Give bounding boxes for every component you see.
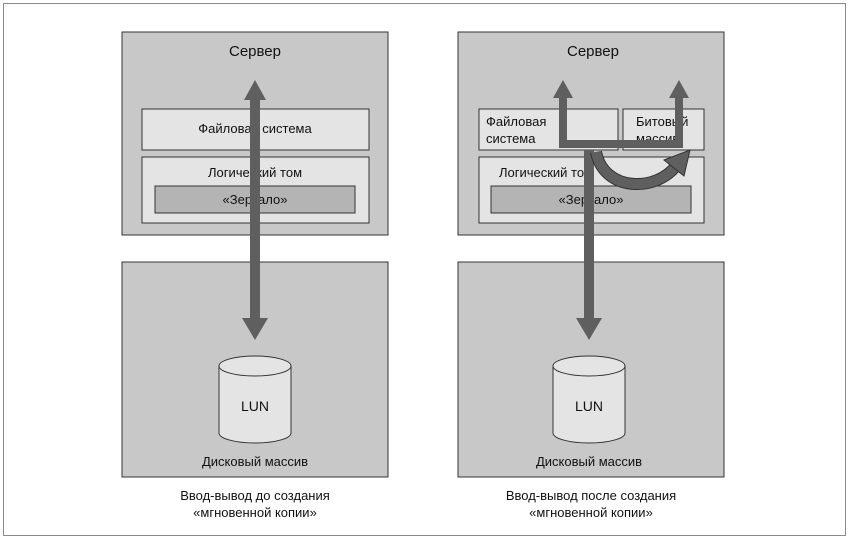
right-filesystem-line2: система (486, 131, 536, 146)
right-filesystem-line1: Файловая (486, 114, 546, 129)
left-server-title: Сервер (229, 43, 281, 60)
figure-frame (3, 3, 846, 536)
right-io-arrow-down (576, 150, 602, 340)
right-copy-curve-arrow (590, 149, 691, 190)
left-disk-array-label: Дисковый массив (202, 454, 308, 469)
left-caption-line2: «мгновенной копии» (193, 505, 317, 520)
right-lun-label: LUN (575, 398, 603, 414)
left-lun-cylinder (218, 355, 292, 444)
right-diagram: Сервер Файловая система Битовый массив' … (457, 31, 725, 520)
right-lun-cylinder (552, 355, 626, 444)
right-io-u-arrow (553, 80, 689, 148)
right-server-title: Сервер (567, 43, 619, 60)
right-logical-volume-label: Логический том (499, 165, 593, 180)
left-caption-line1: Ввод-вывод до создания (180, 488, 330, 503)
left-lun-label: LUN (241, 398, 269, 414)
right-caption-line2: «мгновенной копии» (529, 505, 653, 520)
left-io-arrow (242, 80, 268, 340)
right-caption-line1: Ввод-вывод после создания (506, 488, 676, 503)
right-disk-array-label: Дисковый массив (536, 454, 642, 469)
left-diagram: Сервер Файловая система Логический том «… (121, 31, 389, 520)
